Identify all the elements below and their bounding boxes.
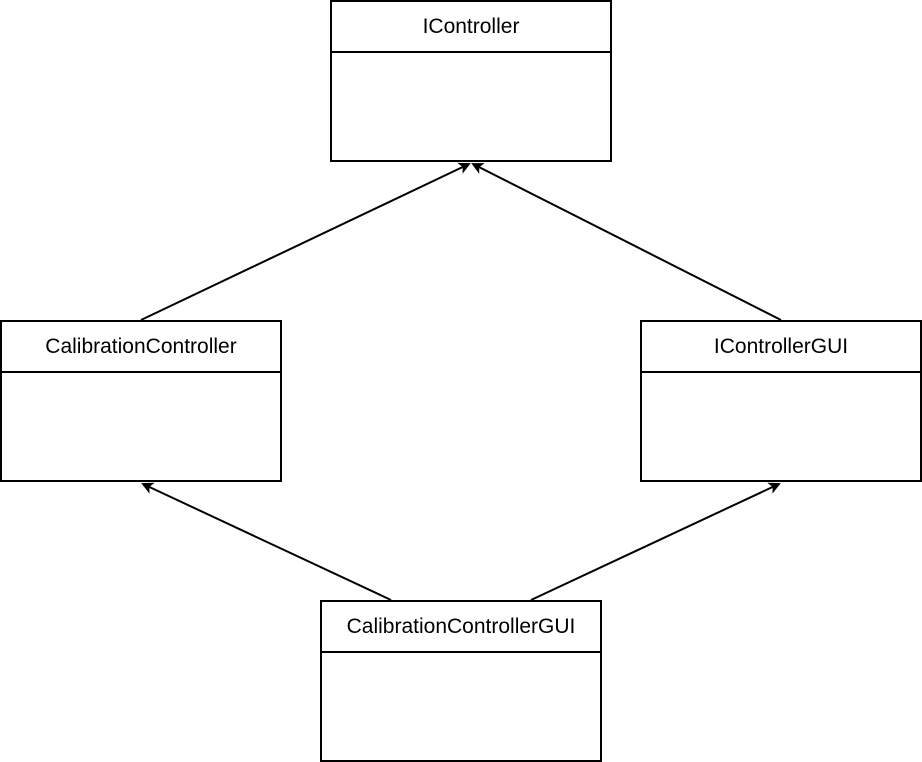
class-name-icontroller: IController — [332, 2, 610, 53]
class-box-calibration-controller[interactable]: CalibrationController — [0, 320, 282, 482]
edge-calibration-controller-to-icontroller — [140, 162, 471, 321]
class-name-calibration-controller-gui: CalibrationControllerGUI — [322, 602, 600, 653]
edge-calibration-controller-gui-to-calibration-controller — [141, 482, 392, 601]
class-name-icontroller-gui: IControllerGUI — [642, 322, 920, 373]
class-box-calibration-controller-gui[interactable]: CalibrationControllerGUI — [320, 600, 602, 762]
edge-calibration-controller-gui-to-icontroller-gui — [530, 482, 781, 601]
class-box-icontroller[interactable]: IController — [330, 0, 612, 162]
class-box-icontroller-gui[interactable]: IControllerGUI — [640, 320, 922, 482]
class-name-calibration-controller: CalibrationController — [2, 322, 280, 373]
edge-icontroller-gui-to-icontroller — [471, 163, 782, 321]
